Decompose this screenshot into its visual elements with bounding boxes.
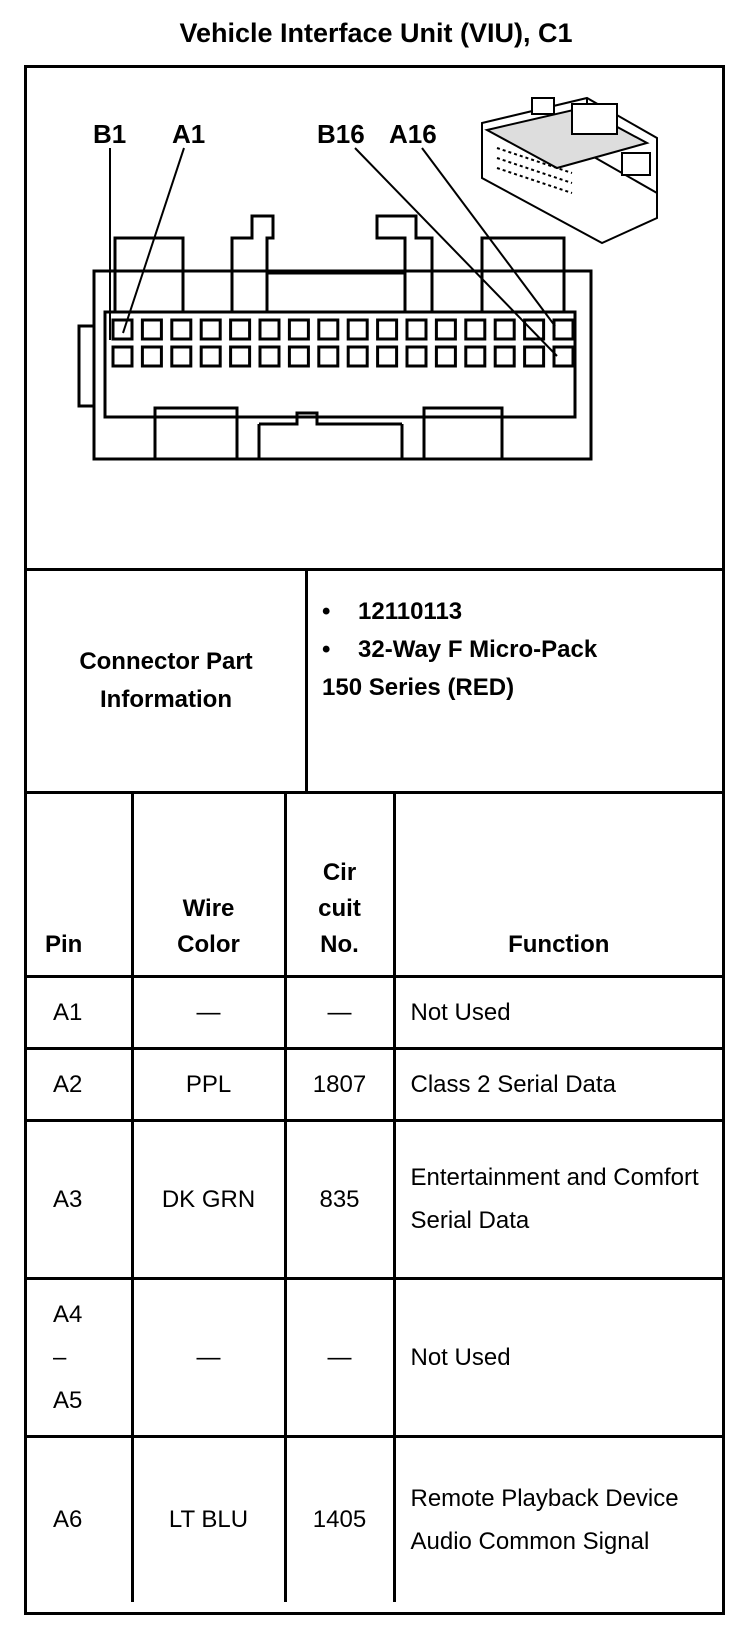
leader-a1 — [122, 147, 185, 334]
bottom-notch — [259, 411, 402, 426]
cell-function: Not Used — [392, 974, 722, 1050]
cell-function: Not Used — [392, 1276, 722, 1438]
part-bullet-1: •12110113 — [322, 598, 463, 625]
left-side-rib — [77, 324, 96, 408]
terminal-cavity — [140, 318, 163, 341]
cell-circuit: 835 — [283, 1118, 396, 1280]
cell-function: Class 2 Serial Data — [392, 1046, 722, 1122]
cell-circuit: 1807 — [283, 1046, 396, 1122]
terminal-cavity — [199, 318, 222, 341]
connector-part-info: Connector Part Information •12110113 •32… — [27, 571, 722, 794]
terminal-cavity — [552, 318, 575, 341]
cell-wire-color: — — [130, 1276, 287, 1438]
terminal-cavity — [434, 345, 457, 368]
terminal-cavity — [170, 345, 193, 368]
label-b1: B1 — [93, 119, 126, 149]
connector-housing — [92, 269, 593, 461]
terminal-cavity — [111, 318, 134, 341]
leader-a16 — [421, 147, 556, 327]
cell-circuit: — — [283, 974, 396, 1050]
terminal-cavity — [111, 345, 134, 368]
cell-pin: A1 — [27, 974, 134, 1050]
table-row: A1 — — Not Used — [27, 974, 722, 1050]
left-top-ear — [113, 236, 185, 314]
bottom-key-right — [422, 406, 504, 459]
part-continuation: 150 Series (RED) — [322, 674, 515, 701]
cell-wire-color: PPL — [130, 1046, 287, 1122]
terminal-cavity — [199, 345, 222, 368]
label-b16: B16 — [317, 119, 365, 149]
connector-part-details: •12110113 •32-Way F Micro-Pack 150 Serie… — [308, 593, 718, 707]
cell-wire-color: DK GRN — [130, 1118, 287, 1280]
terminal-cavity — [405, 318, 428, 341]
cell-wire-color: LT BLU — [130, 1434, 287, 1602]
connector-diagram-cell: B1 A1 B16 A16 — [27, 68, 722, 571]
terminal-cavity — [434, 318, 457, 341]
cell-function: Remote Playback Device Audio Common Sign… — [392, 1434, 722, 1602]
table-row: A4 –A5 — — Not Used — [27, 1276, 722, 1438]
terminal-cavity — [140, 345, 163, 368]
terminal-cavity — [523, 318, 546, 341]
terminal-cavity — [287, 345, 310, 368]
terminal-cavity — [258, 345, 281, 368]
table-row: A2 PPL 1807 Class 2 Serial Data — [27, 1046, 722, 1122]
header-function: Function — [392, 794, 722, 978]
terminal-cavity — [317, 318, 340, 341]
center-latch-right — [375, 214, 434, 312]
terminal-cavity — [493, 318, 516, 341]
right-top-ear — [480, 236, 566, 314]
header-wire-color: Wire Color — [130, 794, 287, 978]
table-row: A6 LT BLU 1405 Remote Playback Device Au… — [27, 1434, 722, 1602]
terminal-cavity — [317, 345, 340, 368]
page-title: Vehicle Interface Unit (VIU), C1 — [179, 18, 573, 48]
bottom-key-center — [257, 424, 404, 459]
bottom-key-left — [153, 406, 239, 459]
terminal-cavity — [405, 345, 428, 368]
terminal-cavity — [493, 345, 516, 368]
cell-circuit: — — [283, 1276, 396, 1438]
terminal-cavity-area — [103, 310, 577, 419]
terminal-cavity — [258, 318, 281, 341]
terminal-cavity — [346, 318, 369, 341]
table-row: A3 DK GRN 835 Entertainment and Comfort … — [27, 1118, 722, 1280]
terminal-cavity — [376, 345, 399, 368]
terminal-cavity — [552, 345, 575, 368]
terminal-cavity — [229, 345, 252, 368]
cell-wire-color: — — [130, 974, 287, 1050]
header-pin: Pin — [27, 794, 134, 978]
cell-pin: A4 –A5 — [27, 1276, 134, 1438]
terminal-cavity — [287, 318, 310, 341]
terminal-cavity — [523, 345, 546, 368]
cell-circuit: 1405 — [283, 1434, 396, 1602]
terminal-cavity — [464, 345, 487, 368]
terminal-cavity — [464, 318, 487, 341]
connector-thumbnail — [481, 96, 658, 245]
label-a16: A16 — [389, 119, 437, 149]
label-a1: A1 — [172, 119, 205, 149]
terminal-cavity — [170, 318, 193, 341]
terminal-cavity — [229, 318, 252, 341]
cell-function: Entertainment and Comfort Serial Data — [392, 1118, 722, 1280]
part-bullet-2: •32-Way F Micro-Pack — [322, 636, 598, 663]
terminal-cavity — [346, 345, 369, 368]
header-circuit-no: Cir cuit No. — [283, 794, 396, 978]
table-header-row: Pin Wire Color Cir cuit No. Function — [27, 794, 722, 978]
center-latch-left — [230, 214, 275, 312]
connector-face-drawing: B1 A1 B16 A16 — [77, 96, 658, 461]
cell-pin: A2 — [27, 1046, 134, 1122]
pin-table: Pin Wire Color Cir cuit No. Function A1 … — [27, 794, 722, 1602]
terminal-cavity — [376, 318, 399, 341]
connector-chart: B1 A1 B16 A16 Connector Part Information… — [24, 65, 725, 1615]
cell-pin: A6 — [27, 1434, 134, 1602]
cell-pin: A3 — [27, 1118, 134, 1280]
leader-b16 — [354, 147, 558, 357]
connector-part-label: Connector Part Information — [27, 571, 308, 791]
